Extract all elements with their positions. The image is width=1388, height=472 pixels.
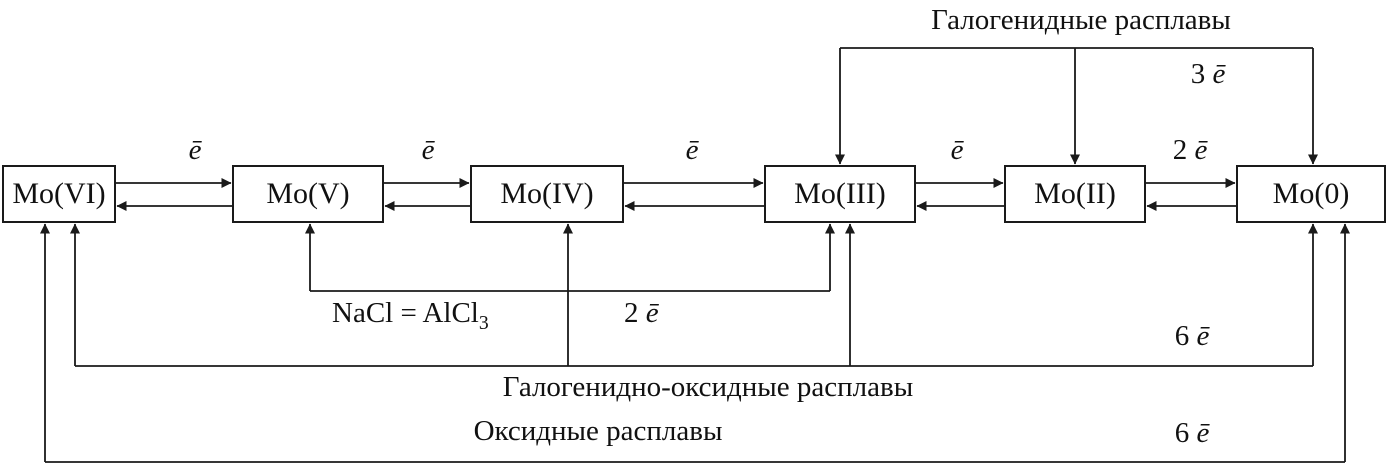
interbox-arrows bbox=[116, 178, 1236, 211]
interbox-electron-label: ē bbox=[155, 134, 235, 166]
node-label: Mo(V) bbox=[266, 177, 350, 210]
electron-symbol: ē bbox=[1212, 58, 1226, 90]
node-label: Mo(VI) bbox=[12, 177, 106, 210]
electron-symbol: ē bbox=[1196, 320, 1210, 352]
node-mo-iii: Mo(III) bbox=[764, 165, 916, 223]
halide-melts-title: Галогенидные расплавы bbox=[931, 4, 1231, 36]
nacl-alcl3-connector bbox=[305, 223, 835, 366]
electron-symbol: ē bbox=[1196, 417, 1210, 449]
node-label: Mo(IV) bbox=[500, 177, 594, 210]
electron-symbol: ē bbox=[685, 134, 699, 166]
electron-symbol: ē bbox=[950, 134, 964, 166]
halide-oxide-electron-label: 6 ē bbox=[1152, 320, 1232, 352]
electron-symbol: ē bbox=[1194, 134, 1208, 166]
node-mo-iv: Mo(IV) bbox=[470, 165, 624, 223]
electron-count: 6 bbox=[1174, 320, 1197, 352]
halide-oxide-melts-connector bbox=[70, 223, 1318, 367]
nacl-alcl3-electron-label: 2 ē bbox=[624, 297, 659, 329]
halide-melts-connector bbox=[835, 47, 1318, 165]
oxide-melts-electron-label: 6 ē bbox=[1152, 417, 1232, 449]
formula-subscript: 3 bbox=[478, 311, 489, 334]
node-mo-0: Mo(0) bbox=[1236, 165, 1386, 223]
node-mo-ii: Mo(II) bbox=[1004, 165, 1146, 223]
electron-count: 6 bbox=[1174, 417, 1197, 449]
halide-melts-electron-label: 3 ē bbox=[1168, 58, 1248, 90]
oxide-melts-title: Оксидные расплавы bbox=[473, 415, 723, 447]
node-label: Mo(III) bbox=[794, 177, 886, 210]
node-mo-vi: Mo(VI) bbox=[2, 165, 116, 223]
electron-count: 3 bbox=[1190, 58, 1213, 90]
interbox-electron-label: ē bbox=[652, 134, 732, 166]
interbox-electron-label: 2 ē bbox=[1150, 134, 1230, 166]
oxide-melts-connector bbox=[40, 223, 1350, 463]
halide-oxide-melts-title: Галогенидно-оксидные расплавы bbox=[502, 371, 914, 403]
interbox-electron-label: ē bbox=[917, 134, 997, 166]
node-label: Mo(II) bbox=[1034, 177, 1116, 210]
electron-symbol: ē bbox=[188, 134, 202, 166]
electron-count: 2 bbox=[624, 297, 646, 329]
electron-symbol: ē bbox=[645, 297, 659, 329]
electron-symbol: ē bbox=[421, 134, 435, 166]
formula-text: NaCl = AlCl bbox=[332, 297, 479, 329]
interbox-electron-label: ē bbox=[388, 134, 468, 166]
nacl-alcl3-formula: NaCl = AlCl3 bbox=[332, 297, 489, 339]
electron-count: 2 bbox=[1172, 134, 1195, 166]
node-label: Mo(0) bbox=[1272, 177, 1350, 210]
node-mo-v: Mo(V) bbox=[232, 165, 384, 223]
